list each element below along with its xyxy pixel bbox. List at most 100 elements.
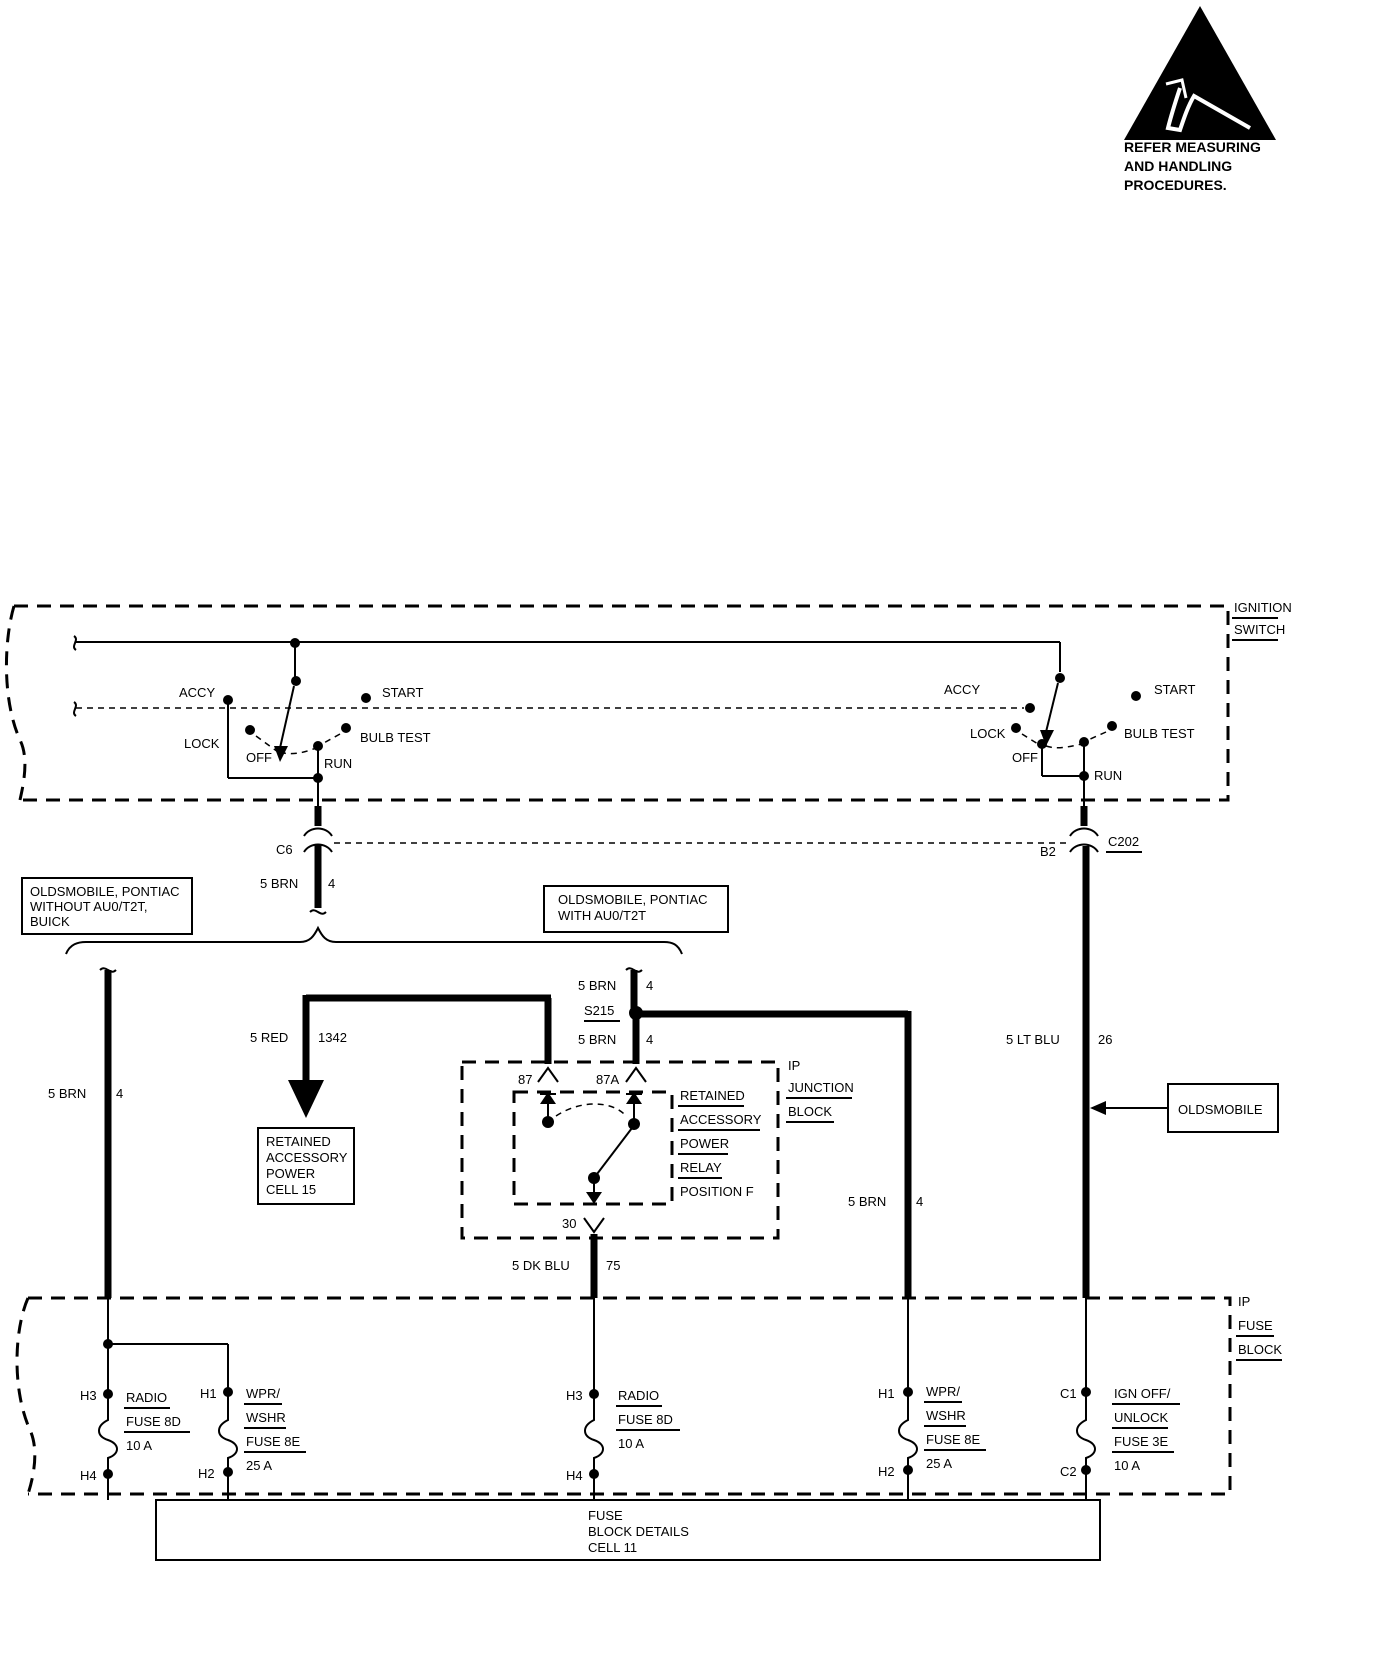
fuse-wpr-wshr-8e-right — [898, 1387, 918, 1500]
c202-connector — [1069, 806, 1099, 1298]
right-ignition-switch — [1011, 673, 1141, 806]
lt-blu-wire-circuit: 26 — [1098, 1032, 1112, 1047]
variant-left-line-3: BUICK — [30, 914, 70, 929]
right-off-label: OFF — [1012, 750, 1038, 765]
junction-block-label-2: JUNCTION — [788, 1080, 854, 1095]
relay-line-2: ACCESSORY — [680, 1112, 762, 1127]
fuse5-name-1: IGN OFF/ — [1114, 1386, 1171, 1401]
fuse5-bottom-pin: C2 — [1060, 1464, 1077, 1479]
ip-fuse-block-enclosure — [15, 1296, 1232, 1496]
pin-87-label: 87 — [518, 1072, 532, 1087]
right-run-label: RUN — [1094, 768, 1122, 783]
red-wire-circuit: 1342 — [318, 1030, 347, 1045]
relay-line-1: RETAINED — [680, 1088, 745, 1103]
retained-ref-line-3: POWER — [266, 1166, 315, 1181]
s215-out-circuit: 4 — [646, 1032, 653, 1047]
fuse1-name-1: RADIO — [126, 1390, 167, 1405]
variant-left-line-2: WITHOUT AU0/T2T, — [30, 899, 148, 914]
lt-blu-wire-color: 5 LT BLU — [1006, 1032, 1060, 1047]
fuse5-name-2: UNLOCK — [1114, 1410, 1169, 1425]
variant-brace — [65, 925, 683, 955]
fuse3-name-2: FUSE 8D — [618, 1412, 673, 1427]
fuse5-name-3: FUSE 3E — [1114, 1434, 1169, 1449]
ignition-switch-label-1: IGNITION — [1234, 600, 1292, 615]
fuse-radio-8d-center — [584, 1389, 604, 1500]
right-bulb-test-label: BULB TEST — [1124, 726, 1195, 741]
esd-note-line-2: AND HANDLING — [1124, 158, 1232, 174]
fuse4-bottom-pin: H2 — [878, 1464, 895, 1479]
junction-block-label-3: BLOCK — [788, 1104, 832, 1119]
relay-line-4: RELAY — [680, 1160, 722, 1175]
s215-in-color: 5 BRN — [578, 978, 616, 993]
variant-right-line-1: OLDSMOBILE, PONTIAC — [558, 892, 708, 907]
fuse2-bottom-pin: H2 — [198, 1466, 215, 1481]
fuse-block-details-box — [155, 1499, 1101, 1561]
retained-ref-line-1: RETAINED — [266, 1134, 331, 1149]
fuse-details-line-1: FUSE — [588, 1508, 623, 1523]
red-wire — [288, 994, 552, 1118]
variant-right-line-2: WITH AU0/T2T — [558, 908, 646, 923]
fuse-details-line-2: BLOCK DETAILS — [588, 1524, 689, 1539]
retained-power-ref-box — [257, 1127, 355, 1205]
pin-87a-label: 87A — [596, 1072, 619, 1087]
fuse1-bottom-pin: H4 — [80, 1468, 97, 1483]
fuse1-top-pin: H3 — [80, 1388, 97, 1403]
fuse4-name-2: WSHR — [926, 1408, 966, 1423]
fuse-ign-off-unlock-3e — [1076, 1387, 1096, 1500]
left-off-label: OFF — [246, 750, 272, 765]
fuse4-top-pin: H1 — [878, 1386, 895, 1401]
relay-line-5: POSITION F — [680, 1184, 754, 1199]
variant-box-right — [543, 885, 729, 933]
s215-in-circuit: 4 — [646, 978, 653, 993]
oldsmobile-tag-text: OLDSMOBILE — [1178, 1102, 1263, 1117]
variant-box-left — [21, 877, 193, 935]
fuse4-name-3: FUSE 8E — [926, 1432, 981, 1447]
fuse4-rating: 25 A — [926, 1456, 952, 1471]
red-wire-color: 5 RED — [250, 1030, 288, 1045]
fuse-radio-8d-left — [98, 1344, 118, 1500]
s215-out-color: 5 BRN — [578, 1032, 616, 1047]
left-lock-label: LOCK — [184, 736, 220, 751]
s215-splice — [625, 967, 912, 1298]
fuse3-bottom-pin: H4 — [566, 1468, 583, 1483]
left-start-label: START — [382, 685, 423, 700]
fuse2-name-3: FUSE 8E — [246, 1434, 301, 1449]
fuse3-rating: 10 A — [618, 1436, 644, 1451]
esd-note-line-1: REFER MEASURING — [1124, 139, 1261, 155]
fuse2-name-2: WSHR — [246, 1410, 286, 1425]
fuse2-top-pin: H1 — [200, 1386, 217, 1401]
left-feed-circuit: 4 — [116, 1086, 123, 1101]
fuse-details-line-3: CELL 11 — [588, 1540, 637, 1555]
right-accy-label: ACCY — [944, 682, 980, 697]
ignition-switch-enclosure — [5, 604, 1230, 802]
dk-blu-color: 5 DK BLU — [512, 1258, 570, 1273]
junction-block-label-1: IP — [788, 1058, 800, 1073]
fuse-block-label-3: BLOCK — [1238, 1342, 1282, 1357]
fuse-block-label-1: IP — [1238, 1294, 1250, 1309]
fuse-wpr-wshr-8e-left — [218, 1387, 238, 1500]
right-brn-circuit: 4 — [916, 1194, 923, 1209]
right-brn-color: 5 BRN — [848, 1194, 886, 1209]
c202-label: C202 — [1108, 834, 1139, 849]
retained-ref-line-2: ACCESSORY — [266, 1150, 348, 1165]
fuse-block-label-2: FUSE — [1238, 1318, 1273, 1333]
fuse5-top-pin: C1 — [1060, 1386, 1077, 1401]
c6-connector — [303, 806, 333, 915]
left-run-label: RUN — [324, 756, 352, 771]
c6-wire-color: 5 BRN — [260, 876, 298, 891]
oldsmobile-tag — [1090, 1083, 1279, 1133]
ip-junction-block — [460, 1060, 780, 1240]
retained-ref-line-4: CELL 15 — [266, 1182, 316, 1197]
left-feed-color: 5 BRN — [48, 1086, 86, 1101]
left-feed-wire — [99, 967, 117, 1298]
b2-label: B2 — [1040, 844, 1056, 859]
fuse3-name-1: RADIO — [618, 1388, 659, 1403]
right-lock-label: LOCK — [970, 726, 1006, 741]
ignition-switch-label-2: SWITCH — [1234, 622, 1285, 637]
esd-warning-icon — [1124, 6, 1276, 140]
fuse2-rating: 25 A — [246, 1458, 272, 1473]
s215-label: S215 — [584, 1003, 614, 1018]
c6-label: C6 — [276, 842, 293, 857]
